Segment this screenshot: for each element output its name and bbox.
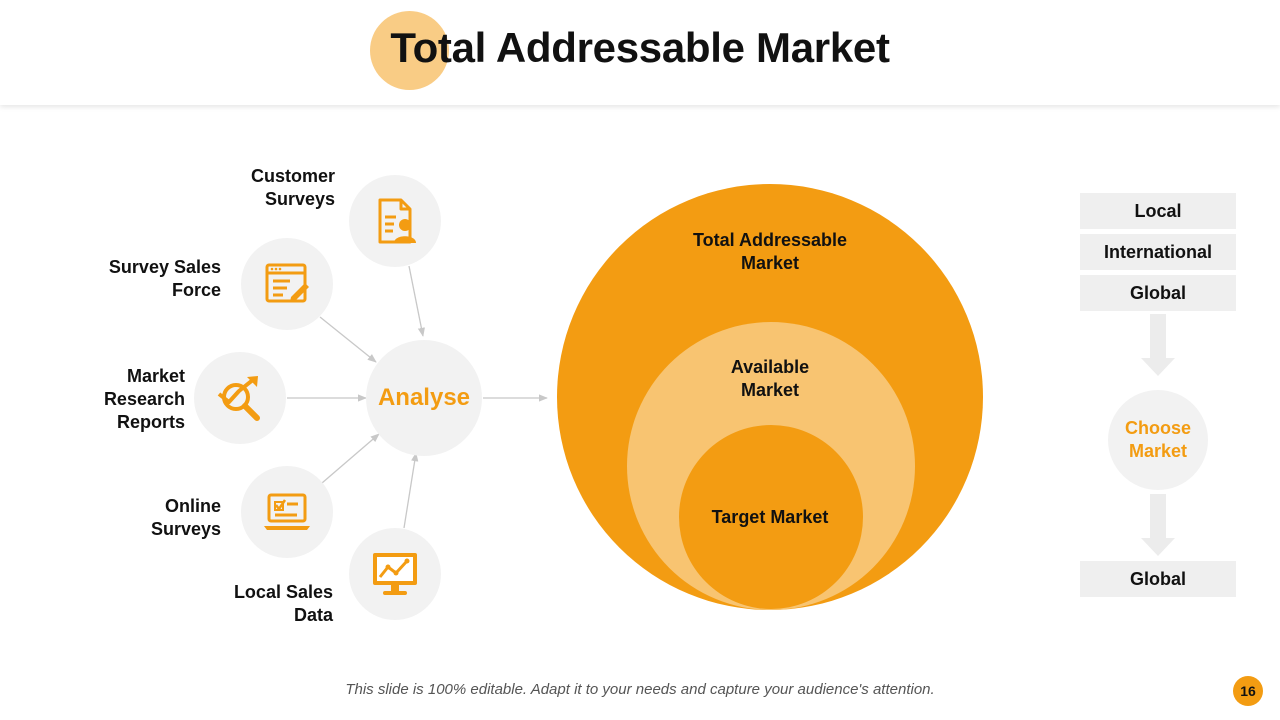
survey-document-icon	[378, 198, 416, 244]
laptop-checklist-icon	[264, 493, 310, 530]
customer-surveys-node	[349, 175, 441, 267]
market-result-label: Global	[1129, 568, 1186, 589]
survey-sales-force-node	[241, 238, 333, 330]
magnify-growth-icon	[217, 376, 260, 421]
source-label-customer-surveys: Customer Surveys	[250, 166, 335, 209]
market-option-label: Global	[1129, 282, 1186, 303]
source-label-market-research: Market Research Reports	[103, 366, 185, 432]
market-option-international: International	[1080, 234, 1236, 270]
target-market-label: Target Market	[711, 507, 829, 527]
slide-header: Total Addressable Market	[0, 0, 1280, 105]
down-arrow-icon	[1141, 494, 1175, 556]
market-option-label: Local	[1134, 200, 1182, 221]
market-option-local: Local	[1080, 193, 1236, 229]
source-label-local-sales: Local Sales Data	[233, 582, 333, 625]
analyse-label: Analyse	[377, 384, 471, 411]
market-research-node	[194, 352, 286, 444]
market-option-global: Global	[1080, 275, 1236, 311]
page-number-badge: 16	[1233, 676, 1263, 706]
page-title: Total Addressable Market	[390, 24, 890, 71]
web-form-edit-icon	[265, 263, 309, 303]
arrow-survey-sales-force	[319, 316, 377, 363]
arrow-local-sales	[403, 452, 419, 529]
title-accent-dot	[370, 11, 449, 90]
target-market-circle	[679, 425, 863, 609]
source-label-online-surveys: Online Surveys	[150, 496, 221, 539]
online-surveys-node	[241, 466, 333, 558]
monitor-chart-icon	[373, 553, 417, 595]
footer-note: This slide is 100% editable. Adapt it to…	[345, 681, 935, 698]
available-market-label: Available Market	[730, 357, 810, 400]
market-option-label: International	[1103, 241, 1212, 262]
arrow-customer-surveys	[408, 265, 425, 337]
analyse-hub: Analyse	[366, 340, 482, 456]
local-sales-node	[349, 528, 441, 620]
choose-market-node: Choose Market	[1108, 390, 1208, 490]
total-addressable-market-label: Total Addressable Market	[692, 230, 848, 273]
market-result-global: Global	[1080, 561, 1236, 597]
choose-market-label: Choose Market	[1124, 418, 1191, 461]
source-label-survey-sales-force: Survey Sales Force	[108, 257, 221, 300]
page-number: 16	[1240, 683, 1256, 699]
arrow-online-surveys	[321, 433, 380, 484]
down-arrow-icon	[1141, 314, 1175, 376]
